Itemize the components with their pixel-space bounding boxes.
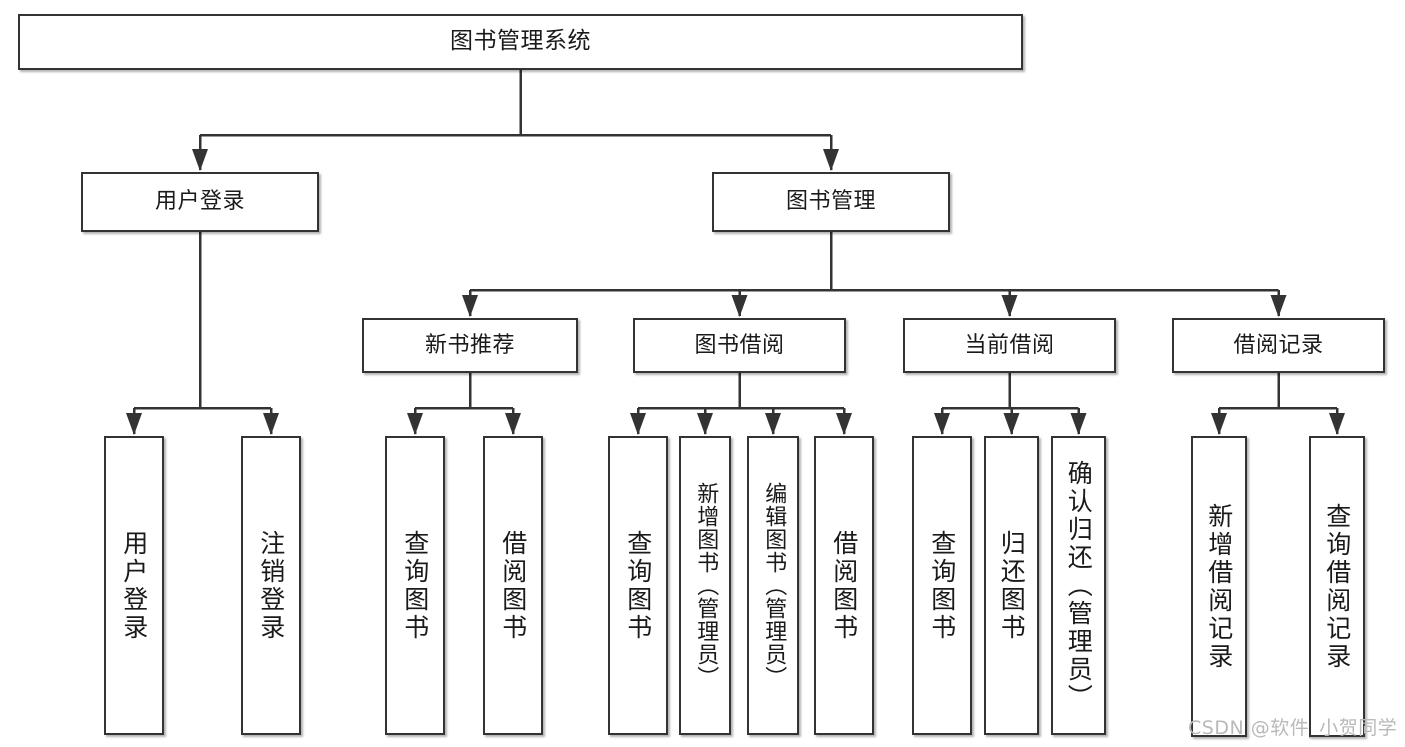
node-label: 编辑图书（管理员）: [761, 482, 787, 689]
node-label: 确认归还（管理员）: [1064, 459, 1094, 712]
node-label: 查询图书: [400, 529, 430, 642]
node-leaf-9[interactable]: 查询图书: [912, 436, 972, 735]
node-leaf-5[interactable]: 查询图书: [608, 436, 668, 735]
node-label: 查询图书: [927, 529, 957, 642]
node-label: 借阅记录: [1233, 332, 1324, 358]
node-leaf-4[interactable]: 借阅图书: [483, 436, 543, 735]
node-label: 当前借阅: [964, 332, 1055, 358]
node-label: 借阅图书: [498, 529, 528, 642]
node-leaf-1[interactable]: 用户登录: [104, 436, 164, 735]
node-label: 查询图书: [623, 529, 653, 642]
node-leaf-2[interactable]: 注销登录: [241, 436, 301, 735]
node-login[interactable]: 用户登录: [81, 172, 319, 232]
node-leaf-7[interactable]: 编辑图书（管理员）: [747, 436, 799, 735]
node-leaf-13[interactable]: 查询借阅记录: [1309, 436, 1365, 737]
node-records[interactable]: 借阅记录: [1172, 318, 1385, 373]
node-label: 图书管理系统: [450, 28, 591, 55]
node-label: 新书推荐: [424, 332, 515, 358]
node-leaf-6[interactable]: 新增图书（管理员）: [679, 436, 731, 735]
node-newbook[interactable]: 新书推荐: [362, 318, 578, 373]
node-label: 借阅图书: [829, 529, 859, 642]
node-label: 归还图书: [997, 529, 1027, 642]
node-label: 新增图书（管理员）: [693, 482, 719, 689]
node-label: 图书借阅: [694, 332, 785, 358]
watermark: CSDN @软件_小贺同学: [1188, 717, 1398, 739]
node-borrow[interactable]: 图书借阅: [633, 318, 846, 373]
node-leaf-10[interactable]: 归还图书: [984, 436, 1039, 735]
node-label: 用户登录: [154, 189, 245, 215]
node-current[interactable]: 当前借阅: [903, 318, 1116, 373]
node-label: 注销登录: [256, 529, 286, 642]
node-leaf-8[interactable]: 借阅图书: [814, 436, 874, 735]
node-root[interactable]: 图书管理系统: [18, 14, 1023, 70]
node-label: 图书管理: [785, 189, 876, 215]
node-label: 查询借阅记录: [1322, 502, 1352, 671]
node-label: 新增借阅记录: [1204, 502, 1234, 671]
node-leaf-12[interactable]: 新增借阅记录: [1191, 436, 1247, 737]
node-leaf-11[interactable]: 确认归还（管理员）: [1051, 436, 1106, 735]
node-leaf-3[interactable]: 查询图书: [385, 436, 445, 735]
node-label: 用户登录: [119, 529, 149, 642]
node-bookmgmt[interactable]: 图书管理: [712, 172, 950, 232]
